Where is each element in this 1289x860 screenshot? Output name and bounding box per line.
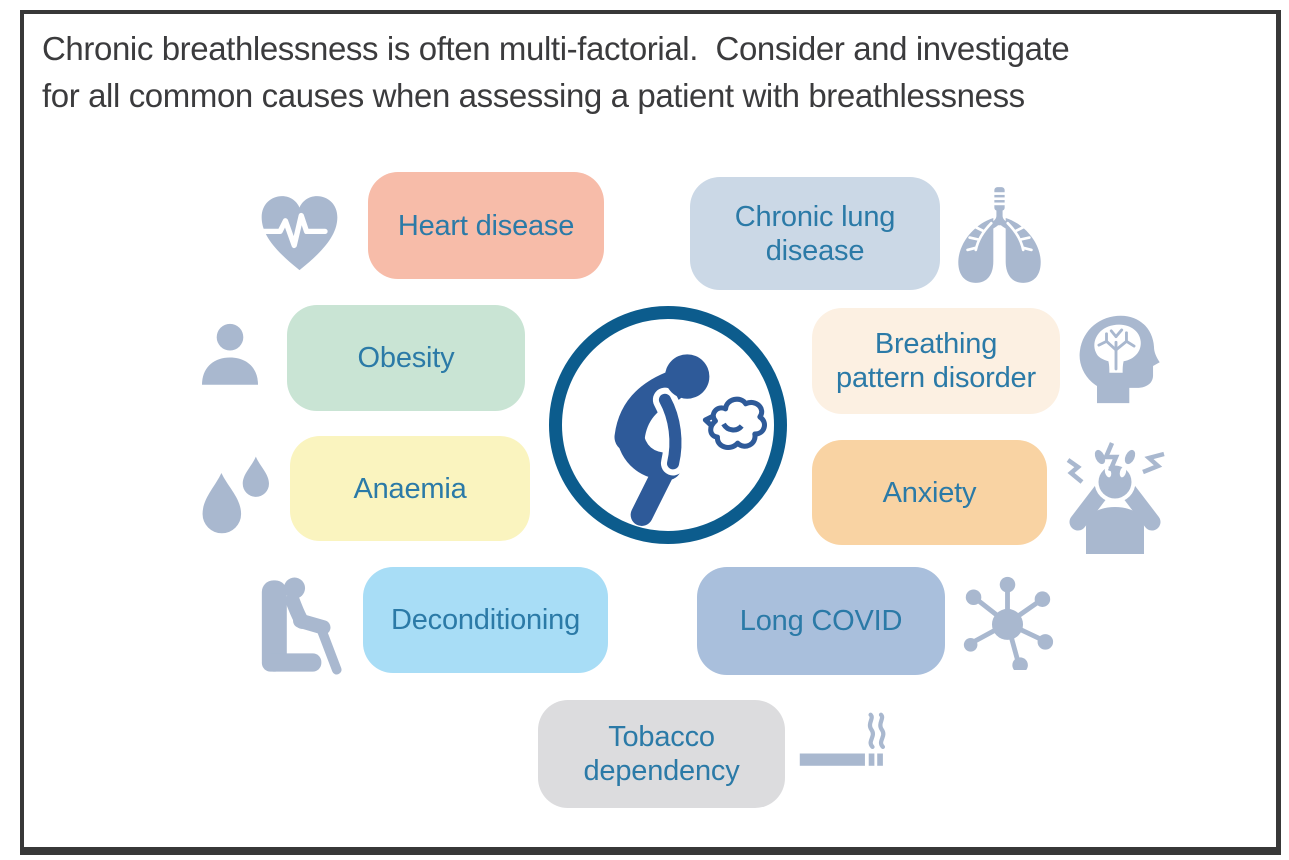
cause-label: Anxiety	[882, 476, 977, 509]
cigarette-icon	[798, 711, 896, 779]
cause-box-tobacco-dependency: Tobacco dependency	[538, 700, 785, 808]
title-line-1: Chronic breathlessness is often multi-fa…	[42, 31, 1070, 68]
cause-label: Tobacco dependency	[583, 721, 740, 787]
cause-label: Deconditioning	[390, 604, 581, 636]
breathless-person-icon	[549, 306, 787, 544]
cause-box-breathing-pattern-disorder: Breathing pattern disorder	[812, 308, 1060, 414]
cause-box-obesity: Obesity	[287, 305, 525, 411]
cause-label: Obesity	[357, 342, 455, 374]
cause-label: Breathing pattern disorder	[836, 328, 1036, 394]
cause-box-deconditioning: Deconditioning	[363, 567, 608, 673]
blood-drops-icon	[196, 446, 278, 546]
page-title: Chronic breathlessness is often multi-fa…	[42, 26, 1249, 120]
cause-box-anaemia: Anaemia	[290, 436, 530, 541]
heart-pulse-icon	[252, 190, 347, 278]
head-brain-icon	[1065, 310, 1167, 405]
sedentary-chair-icon	[258, 573, 354, 680]
cause-label: Heart disease	[397, 209, 575, 242]
cause-box-anxiety: Anxiety	[812, 440, 1047, 545]
person-icon	[195, 311, 265, 397]
cause-box-chronic-lung-disease: Chronic lung disease	[690, 177, 940, 290]
cause-box-heart-disease: Heart disease	[368, 172, 604, 279]
lungs-icon	[948, 183, 1051, 288]
cause-box-long-covid: Long COVID	[697, 567, 945, 675]
stressed-person-icon	[1056, 442, 1174, 554]
title-line-2: for all common causes when assessing a p…	[42, 78, 1025, 115]
cause-label: Long COVID	[739, 605, 903, 637]
cause-label: Anaemia	[353, 472, 467, 505]
cause-label: Chronic lung disease	[734, 200, 896, 267]
virus-icon	[958, 573, 1057, 670]
